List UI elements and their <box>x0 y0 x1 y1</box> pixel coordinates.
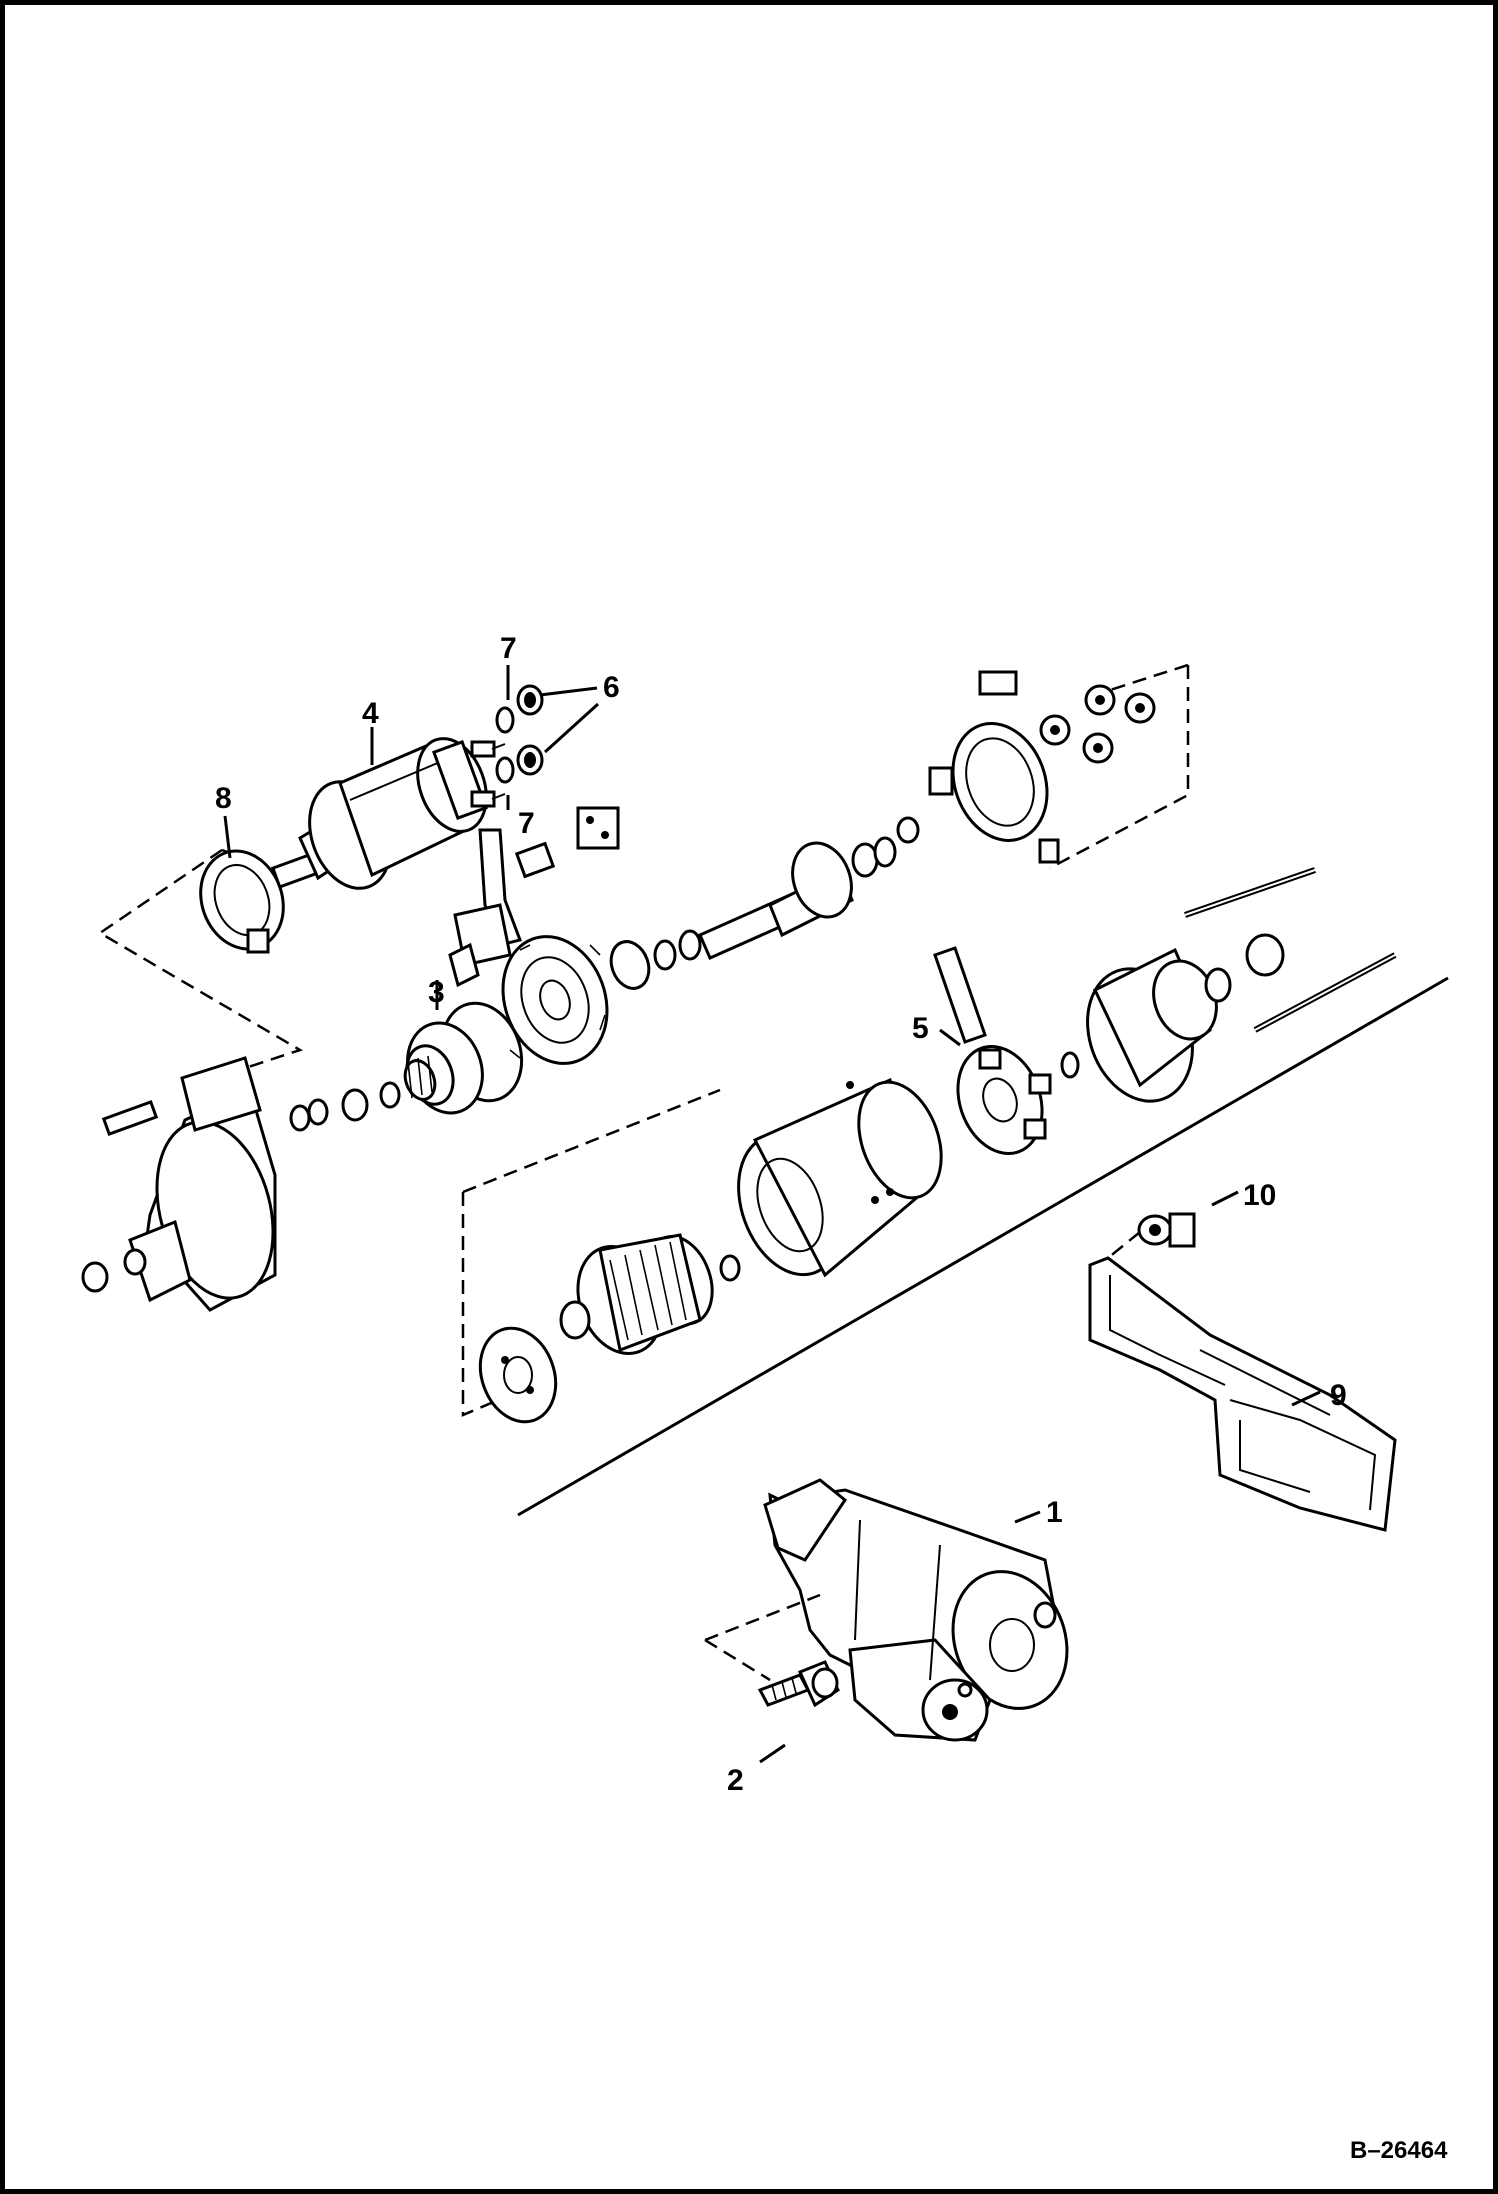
part-1-starter-assembly <box>704 1478 1069 1742</box>
part-6-nut-lower <box>516 744 544 776</box>
callout-4: 4 <box>362 697 379 730</box>
callout-10: 10 <box>1243 1179 1276 1212</box>
callout-2: 2 <box>727 1764 744 1797</box>
callout-5: 5 <box>912 1012 929 1045</box>
shift-lever <box>448 828 522 988</box>
callout-8: 8 <box>215 782 232 815</box>
assembly-boundary-lower <box>461 1088 721 1417</box>
part-8-ring <box>199 849 285 954</box>
through-bolts <box>1184 867 1397 1033</box>
drive-end-plate <box>478 1326 558 1424</box>
callout-9: 9 <box>1330 1379 1347 1412</box>
callout-7-lower: 7 <box>518 807 535 840</box>
drive-end-housing <box>81 1056 277 1312</box>
shaft-washers <box>289 929 702 1132</box>
callout-6: 6 <box>603 671 620 704</box>
part-3-drive-pinion <box>403 1001 524 1115</box>
part-5-brush-plate <box>933 946 1080 1155</box>
field-frame <box>737 1077 943 1278</box>
planetary-gear-set <box>501 935 651 1065</box>
end-cap <box>1086 933 1285 1103</box>
part-10-nut <box>1107 1212 1196 1259</box>
part-2-bolt <box>757 1660 840 1708</box>
part-6-nut-upper <box>516 684 544 716</box>
callout-3: 3 <box>428 976 445 1009</box>
ring-gear <box>928 722 1060 864</box>
terminal-hardware <box>514 806 620 879</box>
part-7-washer-lower <box>495 756 515 784</box>
leader-lines <box>223 665 1321 1764</box>
callout-1: 1 <box>1046 1496 1063 1529</box>
armature <box>559 1233 741 1355</box>
callout-7-upper: 7 <box>500 632 517 665</box>
part-9-heat-shield <box>1088 1256 1397 1532</box>
drive-shaft <box>698 816 920 960</box>
figure-reference: B–26464 <box>1350 2137 1448 2164</box>
part-7-washer-upper <box>495 706 515 734</box>
part-4-solenoid <box>270 737 506 890</box>
planet-gears <box>978 670 1156 764</box>
separator-line <box>517 976 1449 1517</box>
